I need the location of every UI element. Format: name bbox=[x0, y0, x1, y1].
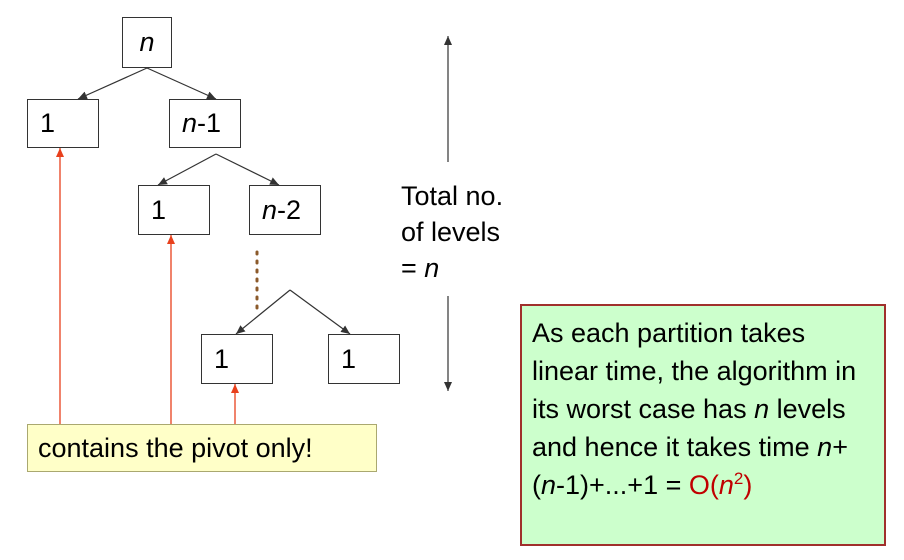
explanation-text2: levels and hence it takes time bbox=[532, 394, 846, 462]
node-level1-right-var: n bbox=[182, 108, 198, 138]
levels-line2: of levels bbox=[401, 217, 501, 247]
pivot-note-text: contains the pivot only! bbox=[38, 432, 313, 463]
big-o-prefix: O( bbox=[688, 470, 719, 500]
levels-line3-var: n bbox=[424, 253, 440, 283]
node-level2-right-suffix: -2 bbox=[277, 194, 302, 225]
big-o-close: ) bbox=[743, 470, 753, 500]
edge-n1-right bbox=[215, 153, 280, 186]
sum-plus-open: +( bbox=[532, 432, 848, 500]
levels-line1: Total no. bbox=[401, 181, 504, 211]
node-level1-right: n-1 bbox=[169, 99, 241, 148]
node-level1-left-label: 1 bbox=[40, 108, 56, 138]
node-last-left-label: 1 bbox=[214, 343, 230, 374]
node-last-right: 1 bbox=[328, 334, 400, 384]
sum-n1: n bbox=[817, 432, 833, 462]
node-level2-right-var: n bbox=[262, 194, 278, 225]
pivot-note: contains the pivot only! bbox=[27, 424, 377, 472]
levels-line3-prefix: = bbox=[401, 253, 425, 283]
sum-rest: -1)+...+1 = bbox=[556, 470, 689, 500]
edge-last-left bbox=[235, 289, 291, 335]
node-level2-right: n-2 bbox=[249, 185, 321, 235]
big-o: O(n2) bbox=[689, 470, 753, 500]
edge-n1-left bbox=[157, 153, 217, 186]
explanation-var-n: n bbox=[754, 394, 770, 424]
node-level1-left: 1 bbox=[27, 99, 99, 148]
edge-root-left bbox=[77, 67, 148, 100]
node-level1-right-suffix: -1 bbox=[197, 108, 222, 138]
node-last-right-label: 1 bbox=[341, 343, 357, 374]
explanation-text1: As each partition takes linear time, the… bbox=[532, 318, 857, 424]
node-level2-left: 1 bbox=[138, 185, 210, 235]
node-last-left: 1 bbox=[201, 334, 273, 384]
edge-root-right bbox=[146, 67, 217, 100]
big-o-exp: 2 bbox=[733, 469, 744, 488]
node-root-label: n bbox=[139, 27, 155, 57]
node-level2-left-label: 1 bbox=[151, 194, 167, 225]
node-root: n bbox=[122, 17, 172, 68]
explanation-box: As each partition takes linear time, the… bbox=[520, 304, 886, 546]
edge-last-right bbox=[289, 289, 351, 335]
big-o-var: n bbox=[718, 470, 734, 500]
levels-label: Total no. of levels = n bbox=[401, 178, 503, 286]
sum-n2: n bbox=[541, 470, 557, 500]
